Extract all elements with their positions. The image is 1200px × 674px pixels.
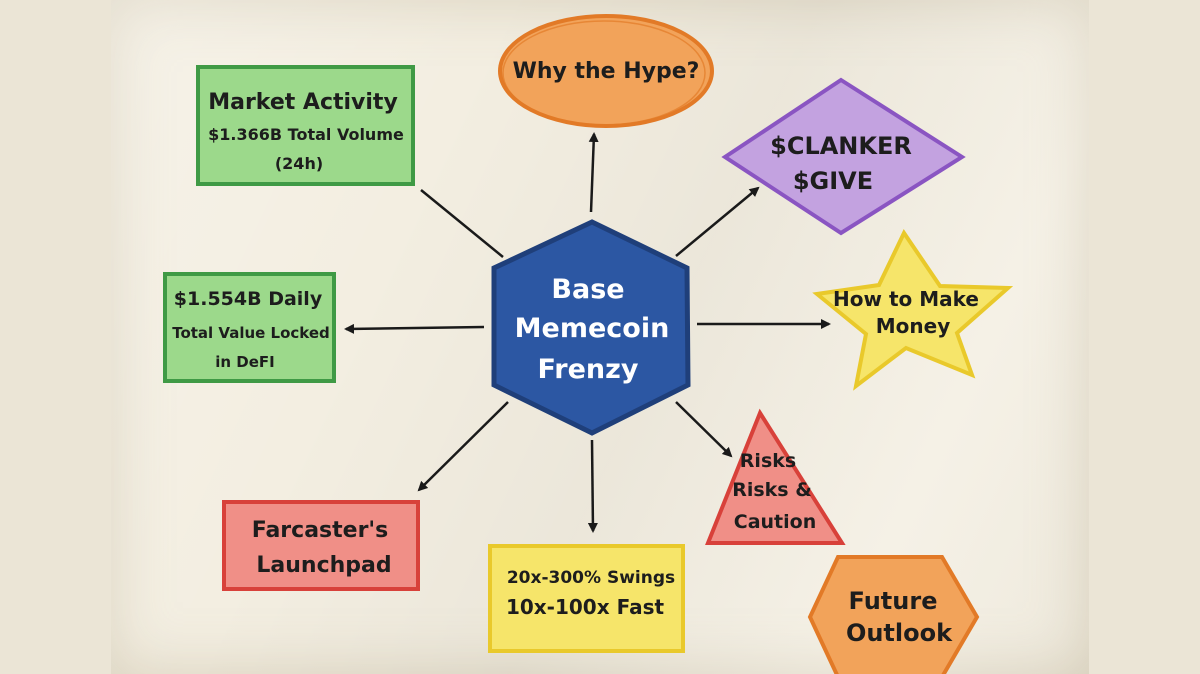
farcaster-label-line-2: Launchpad (256, 553, 391, 578)
arrow-to-swings (587, 439, 598, 533)
farcaster-shape (222, 500, 420, 591)
farcaster-label-line-1: Farcaster's (252, 518, 389, 543)
risks-node: Risks Risks & Caution (705, 408, 846, 545)
center-shape (491, 219, 691, 436)
arrow-to-tvl (344, 323, 485, 334)
make-money-label-line-1: How to Make (833, 287, 979, 311)
connector-to-market (420, 189, 504, 258)
why-hype-label: Why the Hype? (513, 59, 700, 84)
swings-label-line-2: 10x-100x Fast (506, 595, 665, 619)
market-label-line-2: $1.366B Total Volume (208, 125, 404, 144)
market-label-line-1: Market Activity (208, 90, 398, 115)
swings-label-line-1: 20x-300% Swings (507, 568, 675, 588)
tvl-shape (163, 272, 336, 383)
tvl-label-line-3: in DeFI (215, 353, 275, 371)
future-label-line-1: Future (849, 587, 938, 615)
make-money-node: How to Make Money (812, 229, 1014, 391)
farcaster-node: Farcaster's Launchpad (222, 500, 420, 591)
risks-shape (705, 408, 846, 545)
connectors (344, 132, 831, 533)
tvl-label-line-1: $1.554B Daily (174, 288, 323, 310)
tvl-node: $1.554B Daily Total Value Locked in DeFI (163, 272, 336, 383)
market-node: Market Activity $1.366B Total Volume (24… (196, 65, 415, 186)
future-label-line-2: Outlook (846, 619, 953, 647)
center-label-line-1: Base (551, 274, 624, 305)
future-shape (807, 555, 980, 674)
why-hype-outline-sketch (502, 20, 706, 126)
tvl-label-line-2: Total Value Locked (172, 324, 330, 342)
risks-label-line-1: Risks (740, 450, 796, 472)
arrow-to-risks (675, 401, 733, 458)
arrow-to-farcaster (417, 401, 509, 492)
swings-shape (488, 544, 685, 653)
center-label-line-3: Frenzy (538, 354, 639, 385)
market-shape (196, 65, 415, 186)
arrow-to-tokens (675, 186, 760, 257)
tokens-shape (721, 77, 966, 236)
arrow-to-why-hype (588, 132, 599, 213)
tokens-label-line-1: $CLANKER (770, 132, 912, 160)
center-node: Base Memecoin Frenzy (491, 219, 691, 436)
risks-label-line-2: Risks & (732, 479, 812, 501)
make-money-shape (812, 229, 1014, 391)
swings-node: 20x-300% Swings 10x-100x Fast (488, 544, 685, 653)
risks-label-line-3: Caution (734, 511, 816, 533)
why-hype-shape (498, 14, 714, 128)
make-money-label-line-2: Money (876, 314, 950, 338)
tokens-label-line-2: $GIVE (793, 167, 873, 195)
why-hype-node: Why the Hype? (498, 14, 714, 128)
tokens-node: $CLANKER $GIVE (721, 77, 966, 236)
market-label-line-3: (24h) (275, 154, 323, 173)
center-label-line-2: Memecoin (515, 313, 670, 344)
future-node: Future Outlook (807, 555, 980, 674)
